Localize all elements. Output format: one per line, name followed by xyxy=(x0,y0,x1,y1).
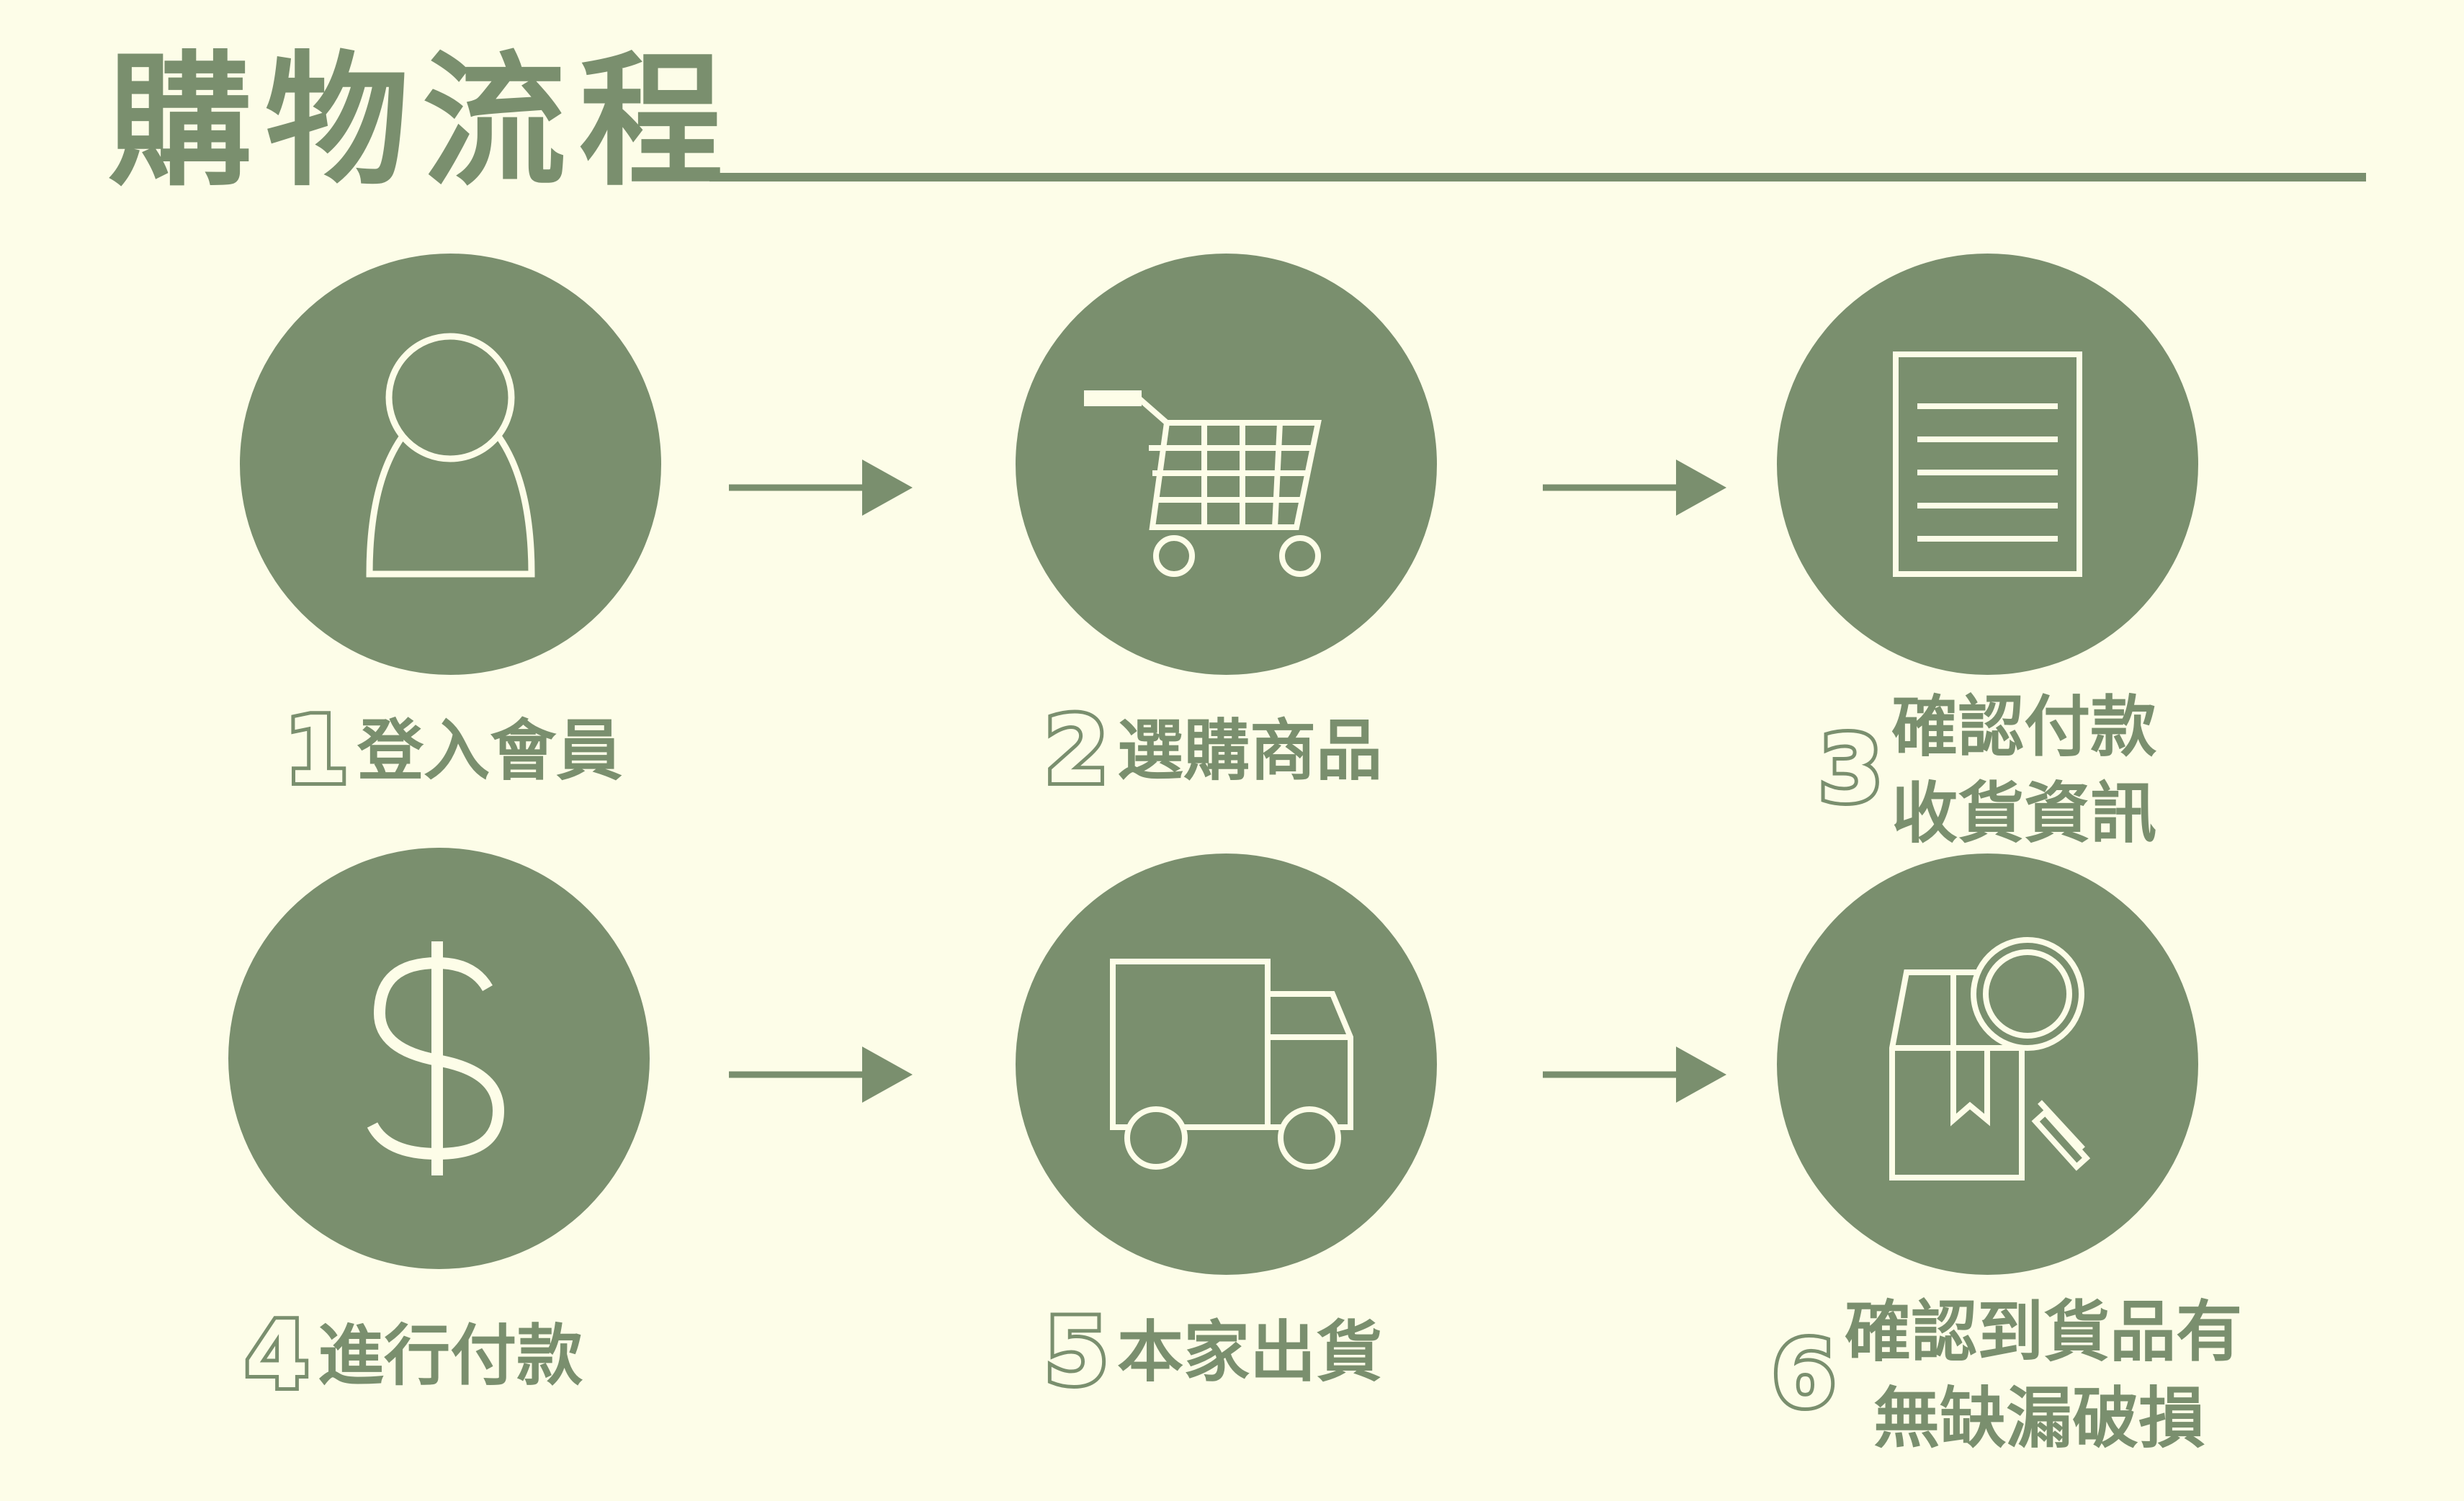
step-text: 確認到貨品有 xyxy=(1845,1294,2243,1371)
arrow-4-to-5 xyxy=(729,1047,913,1103)
step-3-circle xyxy=(1777,254,2198,675)
step-text: 收貨資訊 xyxy=(1891,774,2157,852)
step-number: 2 xyxy=(1041,694,1112,808)
step-2-circle xyxy=(1016,254,1437,675)
step-text: 登入會員 xyxy=(357,712,623,790)
arrow-2-to-3 xyxy=(1543,460,1726,516)
step-number: 3 xyxy=(1815,712,1886,827)
shopping-cart-icon xyxy=(1084,390,1322,577)
step-number: 5 xyxy=(1041,1295,1112,1410)
title-underline xyxy=(709,173,2366,182)
step-number: 6 xyxy=(1768,1317,1840,1432)
step-text: 本家出貨 xyxy=(1117,1314,1383,1392)
page-title: 購物流程 xyxy=(108,38,737,206)
user-icon xyxy=(366,333,535,578)
step-1-circle xyxy=(240,254,661,675)
step-text: 進行付款 xyxy=(318,1317,583,1395)
step-6-circle xyxy=(1777,853,2198,1275)
document-icon xyxy=(1893,351,2082,577)
arrow-1-to-2 xyxy=(729,460,913,516)
step-text: 無缺漏破損 xyxy=(1873,1379,2205,1457)
step-number: 4 xyxy=(241,1299,313,1413)
dollar-icon xyxy=(367,941,505,1175)
package-inspect-icon xyxy=(1889,937,2091,1180)
step-4-circle xyxy=(228,848,650,1269)
step-5-circle xyxy=(1016,853,1437,1275)
truck-icon xyxy=(1110,959,1353,1170)
step-text: 確認付款 xyxy=(1891,689,2157,766)
step-text: 選購商品 xyxy=(1117,712,1383,790)
step-number: 1 xyxy=(281,694,352,808)
arrow-5-to-6 xyxy=(1543,1047,1726,1103)
